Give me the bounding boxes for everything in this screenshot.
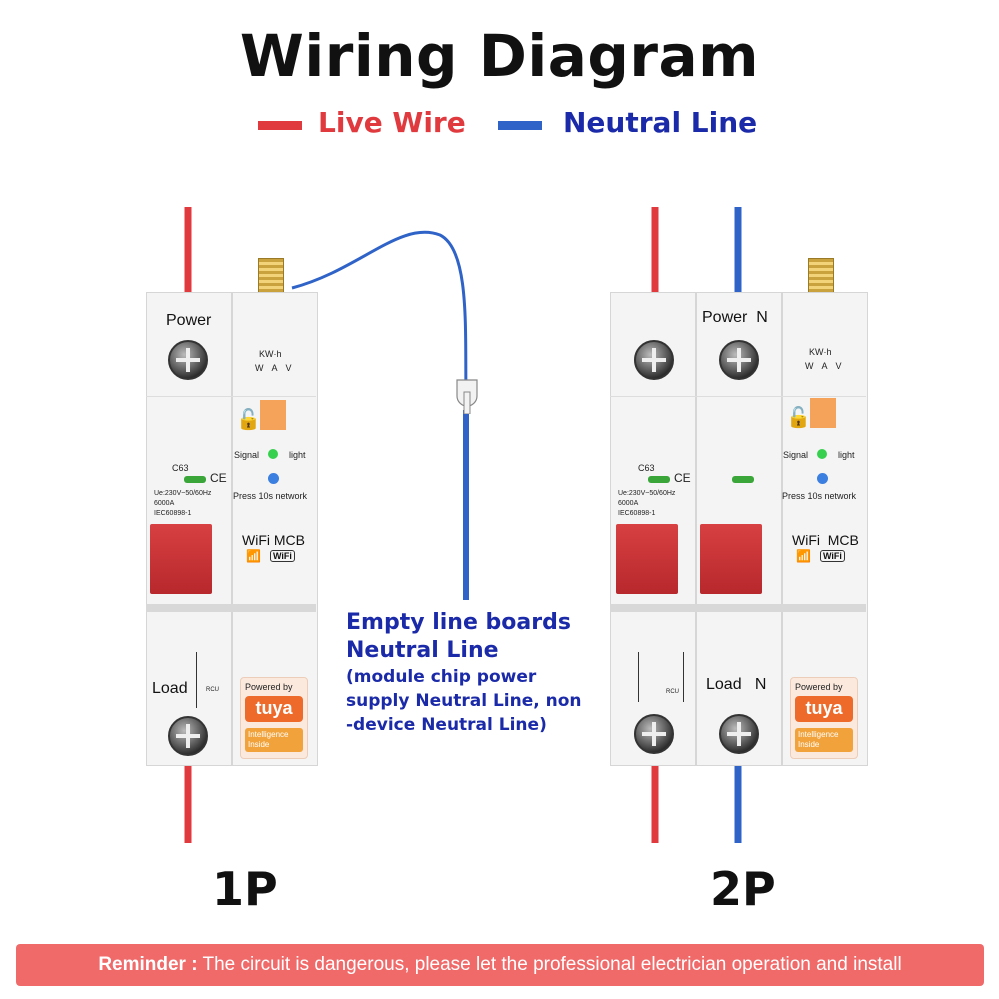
wifi-badge: WiFi [820, 550, 845, 562]
tuya-logo: tuya [795, 696, 853, 722]
spec-line-1: Ue:230V~50/60Hz [618, 490, 676, 497]
spec-line-1: Ue:230V~50/60Hz [154, 490, 212, 497]
rcu-label: RCU [666, 689, 679, 695]
annotation-line-2: Neutral Line [346, 638, 499, 663]
reminder-text: The circuit is dangerous, please let the… [197, 954, 902, 975]
wifi-icon: 📶 [796, 549, 811, 563]
top-terminal-screw[interactable] [168, 340, 208, 380]
annotation-line-1: Empty line boards [346, 610, 571, 635]
annotation-line-3: (module chip power [346, 667, 537, 687]
network-button[interactable] [817, 473, 828, 484]
annotation-line-4: supply Neutral Line, non [346, 691, 582, 711]
lock-icon: 🔓 [236, 409, 261, 431]
status-indicator [648, 476, 670, 483]
tuya-badge: Powered by tuya Intelligence Inside [790, 677, 858, 759]
powered-by-label: Powered by [245, 682, 293, 692]
breaker-2p: Power N KW·h W A V 🔓 Signal light Press … [610, 258, 868, 766]
empty-line-annotation: Empty line boards Neutral Line (module c… [346, 610, 616, 737]
load-label: Load [152, 680, 188, 697]
breaker-1p: Power KW·h W A V 🔓 Signal light Press 10… [146, 258, 318, 766]
status-window [810, 398, 836, 428]
module-neutral-wire [291, 230, 468, 396]
rcu-schematic-icon [196, 652, 225, 708]
powered-by-label: Powered by [795, 682, 843, 692]
power-label: Power [166, 312, 212, 329]
antenna-icon [258, 258, 284, 294]
spec-line-3: IEC60898-1 [618, 510, 656, 517]
ce-mark: CE [210, 471, 227, 485]
legend-neutral-swatch [498, 121, 542, 130]
rcu-label: RCU [206, 687, 219, 693]
ce-mark: CE [674, 471, 691, 485]
rcu-schematic-icon [638, 652, 684, 702]
meter-label: KW·h [259, 349, 282, 359]
pole-label-1p: 1P [212, 862, 278, 916]
signal-led [817, 449, 827, 459]
spec-line-3: IEC60898-1 [154, 510, 192, 517]
signal-label: Signal [234, 450, 260, 460]
rating-label: C63 [172, 463, 189, 473]
spec-line-2: 6000A [618, 500, 639, 507]
load-n-label: Load N [706, 676, 767, 693]
light-label: light [838, 450, 855, 460]
spade-terminal-icon [456, 379, 478, 414]
meter-label: KW·h [809, 347, 832, 357]
status-indicator [184, 476, 206, 483]
meter-units: W A V [255, 363, 295, 373]
status-window [260, 400, 286, 430]
breaker-toggle-lever-n[interactable] [700, 524, 762, 594]
wifi-badge: WiFi [270, 550, 295, 562]
legend-live-swatch [258, 121, 302, 130]
legend-live-label: Live Wire [318, 106, 466, 139]
bottom-terminal-screw[interactable] [168, 716, 208, 756]
power-n-label: Power N [702, 309, 768, 326]
tuya-badge: Powered by tuya Intelligence Inside [240, 677, 308, 759]
bottom-terminal-screw-l[interactable] [634, 714, 674, 754]
press-label: Press 10s network [233, 491, 308, 501]
top-terminal-screw-n[interactable] [719, 340, 759, 380]
tuya-logo: tuya [245, 696, 303, 722]
wifi-icon: 📶 [246, 549, 261, 563]
signal-label: Signal [783, 450, 809, 460]
wifi-mcb-label: WiFi MCB [242, 532, 305, 548]
press-label: Press 10s network [782, 491, 857, 501]
legend-neutral-label: Neutral Line [563, 106, 758, 139]
wifi-mcb-label: WiFi MCB [792, 532, 859, 548]
pole-label-2p: 2P [710, 862, 776, 916]
annotation-line-5: -device Neutral Line) [346, 715, 547, 735]
antenna-icon [808, 258, 834, 294]
status-indicator-2 [732, 476, 754, 483]
top-terminal-screw-l[interactable] [634, 340, 674, 380]
meter-units: W A V [805, 361, 845, 371]
network-button[interactable] [268, 473, 279, 484]
rating-label: C63 [638, 463, 655, 473]
bottom-terminal-screw-n[interactable] [719, 714, 759, 754]
breaker-toggle-lever[interactable] [150, 524, 212, 594]
lock-icon: 🔓 [786, 407, 811, 429]
diagram-title: Wiring Diagram [239, 22, 760, 90]
spec-line-2: 6000A [154, 500, 175, 507]
intelligence-label: Intelligence Inside [245, 728, 303, 752]
reminder-title: Reminder : [98, 954, 198, 975]
light-label: light [289, 450, 306, 460]
breaker-toggle-lever-l[interactable] [616, 524, 678, 594]
reminder-banner: Reminder : The circuit is dangerous, ple… [16, 944, 984, 986]
signal-led [268, 449, 278, 459]
intelligence-label: Intelligence Inside [795, 728, 853, 752]
